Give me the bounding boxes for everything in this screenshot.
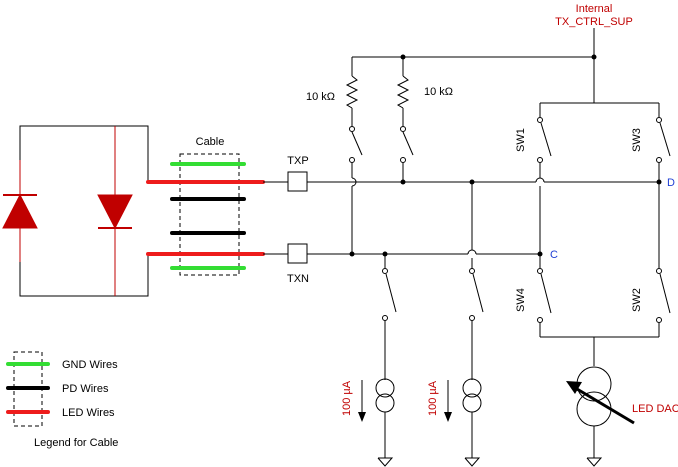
cable-outline bbox=[179, 153, 240, 276]
supply-label-internal: Internal bbox=[576, 3, 613, 15]
current-arrow-1-icon bbox=[358, 380, 366, 422]
led-dac-adjust-arrow-icon bbox=[566, 381, 635, 425]
pulldown-switch-1 bbox=[382, 254, 397, 380]
led-diode-icon bbox=[2, 193, 38, 229]
switch-sw1 bbox=[537, 103, 552, 254]
resistor-1-label: 10 kΩ bbox=[306, 91, 335, 103]
pullup-resistor-2 bbox=[396, 57, 410, 126]
txp-net bbox=[307, 177, 659, 183]
pullup-switch-1 bbox=[349, 126, 363, 254]
legend-gnd-label: GND Wires bbox=[62, 359, 118, 371]
junction-dot bbox=[591, 54, 597, 60]
pulldown-switch-2 bbox=[469, 268, 484, 380]
txn-terminal bbox=[287, 243, 308, 264]
current-source-2-icon bbox=[462, 378, 482, 467]
legend-led-label: LED Wires bbox=[62, 407, 115, 419]
switch-sw2-label: SW2 bbox=[631, 288, 643, 312]
txn-label: TXN bbox=[287, 273, 309, 285]
legend-pd-label: PD Wires bbox=[62, 383, 109, 395]
current-source-1-icon bbox=[375, 378, 395, 467]
pullup-switch-2 bbox=[400, 126, 414, 182]
led-dac-label: LED DAC bbox=[632, 403, 678, 415]
txn-net bbox=[307, 249, 540, 255]
cable-label: Cable bbox=[196, 136, 225, 148]
switch-sw4 bbox=[537, 254, 552, 337]
switch-sw4-label: SW4 bbox=[515, 288, 527, 312]
switch-sw2 bbox=[656, 268, 671, 337]
switch-sw1-label: SW1 bbox=[515, 128, 527, 152]
supply-label-name: TX_CTRL_SUP bbox=[555, 16, 633, 28]
led-dac-source-icon bbox=[576, 366, 612, 467]
current-source-2-label: 100 µA bbox=[427, 380, 439, 416]
diode-loop bbox=[19, 125, 149, 297]
txp-label: TXP bbox=[287, 155, 308, 167]
junction-dot bbox=[349, 251, 355, 257]
current-source-1-label: 100 µA bbox=[341, 380, 353, 416]
node-d-label: D bbox=[667, 177, 675, 189]
photodiode-icon bbox=[97, 194, 133, 230]
resistor-2-label: 10 kΩ bbox=[424, 86, 453, 98]
switch-sw3 bbox=[656, 103, 671, 182]
junction-dot bbox=[400, 179, 406, 185]
current-arrow-2-icon bbox=[444, 380, 452, 422]
node-c-label: C bbox=[550, 249, 558, 261]
cable-legend: GND Wires PD Wires LED Wires Legend for … bbox=[6, 351, 118, 449]
legend-title: Legend for Cable bbox=[34, 437, 118, 449]
switch-sw3-label: SW3 bbox=[631, 128, 643, 152]
txp-terminal bbox=[287, 171, 308, 192]
pullup-resistor-1 bbox=[345, 57, 359, 126]
